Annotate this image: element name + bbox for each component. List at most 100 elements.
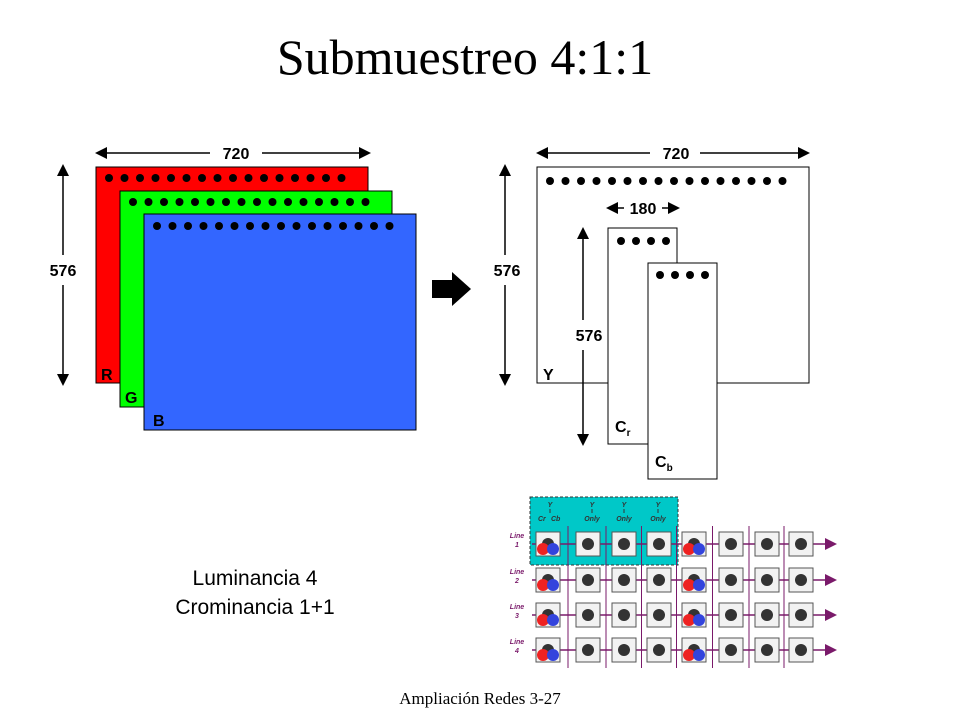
grid-row-label: Line — [510, 533, 524, 540]
plane-g-pixel-dots — [129, 198, 370, 206]
luma-sample-dot — [795, 574, 807, 586]
pixel-dot — [323, 222, 332, 230]
cr-sample-dot — [683, 579, 695, 591]
cr-sample-dot — [537, 579, 549, 591]
plane-b — [143, 213, 417, 431]
pixel-dot — [213, 174, 222, 182]
pixel-dot — [339, 222, 347, 230]
sample-cell — [718, 531, 744, 557]
pixel-dot — [275, 174, 284, 182]
pixel-dot — [198, 174, 206, 182]
pixel-dot — [229, 174, 237, 182]
sample-cell — [754, 531, 780, 557]
sample-cell — [788, 602, 814, 628]
pixel-dot — [623, 177, 632, 185]
pixel-dot — [184, 222, 192, 230]
pixel-dot — [260, 174, 268, 182]
sampling-grid-row: Line 1 — [510, 526, 837, 562]
luma-sample-dot — [725, 609, 737, 621]
sample-cell — [611, 531, 637, 557]
luma-sample-dot — [582, 538, 594, 550]
cb-sample-dot — [693, 614, 705, 626]
cr-sample-dot — [683, 543, 695, 555]
plane-cr-pixel-dots — [617, 237, 670, 245]
pixel-dot — [361, 198, 370, 206]
sample-cell — [575, 567, 601, 593]
luma-sample-dot — [795, 538, 807, 550]
pixel-dot — [261, 222, 270, 230]
pixel-dot — [215, 222, 223, 230]
luma-sample-dot — [725, 538, 737, 550]
sample-cell — [611, 602, 637, 628]
pixel-dot — [144, 198, 153, 206]
pixel-dot — [763, 177, 771, 185]
luma-sample-dot — [725, 644, 737, 656]
pixel-dot — [632, 237, 640, 245]
sample-cell — [754, 567, 780, 593]
luma-sample-dot — [582, 609, 594, 621]
pixel-dot — [129, 198, 137, 206]
pixel-dot — [671, 271, 679, 279]
pixel-dot — [306, 174, 315, 182]
pixel-dot — [701, 177, 709, 185]
cr-sample-dot — [537, 649, 549, 661]
luma-sample-dot — [618, 644, 630, 656]
slide-title: Submuestreo 4:1:1 — [276, 29, 654, 85]
luma-sample-dot — [653, 538, 665, 550]
pixel-dot — [662, 237, 670, 245]
pixel-dot — [168, 222, 177, 230]
sample-cell — [611, 567, 637, 593]
cb-sample-dot — [693, 543, 705, 555]
pixel-dot — [322, 174, 330, 182]
chroma-width-label: 180 — [630, 201, 657, 218]
sample-cell — [535, 531, 561, 557]
sample-cell — [681, 637, 707, 663]
ycc-height-label: 576 — [494, 263, 521, 280]
luma-sample-dot — [582, 644, 594, 656]
luma-sample-dot — [761, 538, 773, 550]
pixel-dot — [120, 174, 129, 182]
plane-cb-label: Cb — [655, 454, 673, 474]
grid-only-label: Only — [650, 516, 667, 523]
pixel-dot — [346, 198, 354, 206]
pixel-dot — [654, 177, 663, 185]
grid-row-number: 4 — [514, 648, 519, 655]
sample-cell — [754, 637, 780, 663]
pixel-dot — [647, 237, 655, 245]
pixel-dot — [337, 174, 346, 182]
sample-cell — [646, 567, 672, 593]
pixel-dot — [577, 177, 585, 185]
plane-b-pixel-dots — [153, 222, 394, 230]
pixel-dot — [291, 174, 299, 182]
grid-column-y-label: Y — [548, 502, 554, 509]
pixel-dot — [299, 198, 308, 206]
luma-sample-dot — [761, 574, 773, 586]
sample-cell — [535, 637, 561, 663]
plane-g-label: G — [125, 390, 137, 407]
grid-row-number: 1 — [515, 542, 519, 549]
pixel-dot — [284, 198, 292, 206]
pixel-dot — [686, 271, 694, 279]
plane-y-label: Y — [543, 367, 554, 384]
pixel-dot — [617, 237, 625, 245]
grid-only-label: Only — [584, 516, 601, 523]
slide-footer: Ampliación Redes 3-27 — [399, 689, 561, 708]
rgb-height-label: 576 — [50, 263, 77, 280]
sample-cell — [681, 567, 707, 593]
luma-sample-dot — [795, 609, 807, 621]
pixel-dot — [246, 222, 254, 230]
pixel-dot — [268, 198, 277, 206]
pixel-dot — [222, 198, 230, 206]
chrominance-ratio-label: Crominancia 1+1 — [175, 596, 335, 619]
pixel-dot — [206, 198, 215, 206]
cb-sample-dot — [547, 579, 559, 591]
luminance-ratio-label: Luminancia 4 — [192, 567, 318, 590]
cb-sample-dot — [547, 543, 559, 555]
sample-cell — [681, 531, 707, 557]
grid-cr-label: Cr — [538, 516, 547, 523]
